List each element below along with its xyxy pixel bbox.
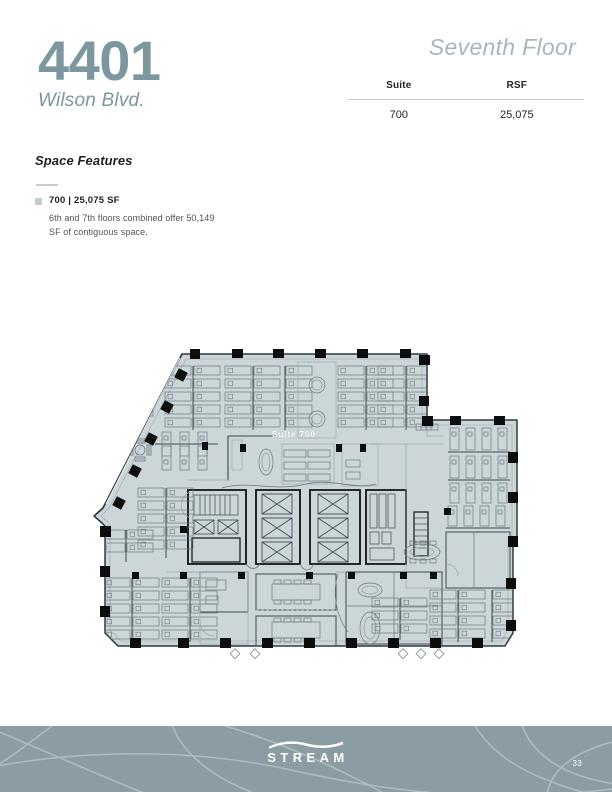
- column-header-suite: Suite: [386, 80, 412, 91]
- stream-logo: STREAM: [258, 740, 354, 765]
- page-number: 33: [572, 759, 582, 768]
- stream-wordmark: STREAM: [267, 750, 349, 765]
- table-header-rule: [348, 99, 584, 100]
- building-number: 4401: [38, 29, 161, 92]
- table-row: 700 25,075: [348, 100, 584, 121]
- space-features-heading: Space Features: [35, 153, 133, 168]
- cell-rsf: 25,075: [499, 109, 534, 121]
- footer-band: STREAM 33: [0, 726, 612, 792]
- floorplan-diagram: [70, 340, 540, 680]
- column-header-rsf: RSF: [506, 80, 528, 91]
- swoosh-icon: [269, 741, 343, 749]
- bullet-square-icon: [35, 198, 42, 205]
- table-header-row: Suite RSF: [348, 80, 584, 99]
- building-street: Wilson Blvd.: [38, 90, 145, 111]
- cell-suite: 700: [389, 109, 408, 121]
- floor-title: Seventh Floor: [428, 34, 576, 60]
- footer-decoration: [0, 726, 612, 792]
- section-divider: [36, 184, 58, 186]
- list-item: 700 | 25,075 SF 6th and 7th floors combi…: [35, 195, 215, 239]
- suite-summary-table: Suite RSF 700 25,075: [348, 80, 584, 121]
- suite-label: Suite 700: [272, 429, 316, 439]
- feature-title: 700 | 25,075 SF: [49, 195, 120, 206]
- feature-description: 6th and 7th floors combined offer 50,149…: [49, 213, 215, 237]
- header-divider: [348, 99, 584, 100]
